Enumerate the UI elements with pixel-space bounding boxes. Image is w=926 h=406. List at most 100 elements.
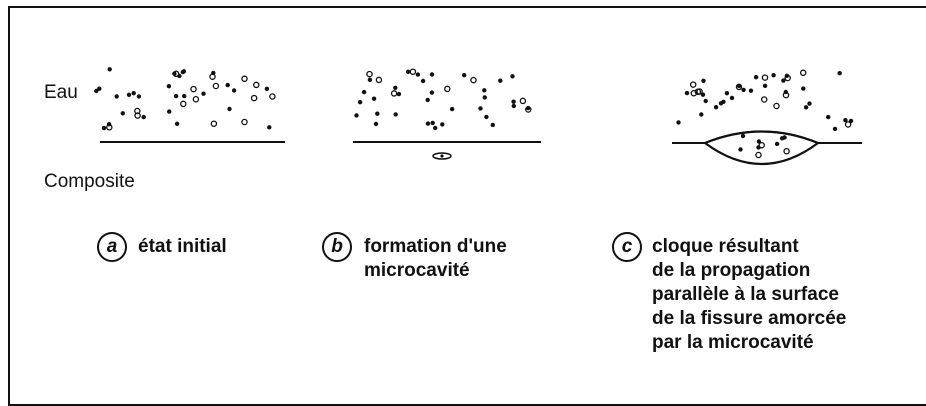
water-molecule-dot xyxy=(755,151,762,159)
composite-label: Composite xyxy=(44,171,135,192)
water-molecule-dot xyxy=(701,78,706,84)
water-molecule-dot xyxy=(375,76,383,84)
panel-c-surface-line xyxy=(672,130,862,144)
water-molecule-dot xyxy=(131,91,136,96)
water-molecule-dot xyxy=(107,67,112,72)
water-molecule-dot xyxy=(444,85,451,93)
water-molecule-dot xyxy=(729,95,735,101)
water-molecule-dot xyxy=(180,100,187,108)
water-molecule-dot xyxy=(141,114,146,120)
water-molecule-dot xyxy=(430,120,435,126)
water-molecule-dot xyxy=(94,88,99,94)
water-molecule-dot xyxy=(721,99,726,105)
water-molecule-dot xyxy=(366,70,373,78)
water-molecule-dot xyxy=(166,84,172,89)
water-molecule-dot xyxy=(180,69,186,75)
water-molecule-dot xyxy=(393,112,398,117)
water-molecule-dot xyxy=(699,112,704,117)
water-label: Eau xyxy=(44,82,78,103)
water-molecule-dot xyxy=(126,92,132,98)
water-molecule-dot xyxy=(250,94,258,102)
water-molecule-dot xyxy=(114,94,119,99)
water-molecule-dot xyxy=(167,109,172,114)
water-molecule-dot xyxy=(832,126,838,132)
water-molecule-dot xyxy=(134,112,141,119)
water-molecule-dot xyxy=(425,97,430,103)
water-molecule-dot xyxy=(510,74,515,79)
water-molecule-dot xyxy=(783,147,790,155)
water-molecule-dot xyxy=(837,71,842,76)
water-molecule-dot xyxy=(782,91,790,99)
water-molecule-dot xyxy=(212,82,220,90)
water-molecule-dot xyxy=(498,78,503,83)
water-molecule-dot xyxy=(429,90,435,95)
water-molecule-dot xyxy=(758,141,765,149)
water-molecule-dot xyxy=(231,88,237,93)
water-molecule-dot xyxy=(713,105,719,110)
water-molecule-dot xyxy=(373,121,379,127)
water-molecule-dot xyxy=(462,73,467,78)
stage-b-badge: b xyxy=(322,232,352,262)
water-molecule-dot xyxy=(182,93,187,99)
water-molecule-dot xyxy=(396,91,402,97)
water-molecule-dot xyxy=(511,99,516,104)
water-molecule-dot xyxy=(101,125,107,131)
water-molecule-dot xyxy=(264,86,270,92)
water-molecule-dot xyxy=(415,72,421,77)
water-molecule-dot xyxy=(762,83,768,89)
water-molecule-dot xyxy=(120,111,126,116)
figure-frame xyxy=(8,6,926,406)
water-molecule-dot xyxy=(774,141,780,147)
water-molecule-dot xyxy=(267,125,272,130)
panel-b-microcavity xyxy=(432,152,452,160)
panel-c-water-dots xyxy=(676,69,854,132)
water-molecule-dot xyxy=(741,87,746,93)
water-molecule-dot xyxy=(354,113,359,118)
panel-a-water-dots xyxy=(94,67,276,131)
water-molecule-dot xyxy=(241,75,248,83)
water-molecule-dot xyxy=(177,73,182,79)
water-molecule-dot xyxy=(227,106,232,112)
water-molecule-dot xyxy=(192,95,200,103)
water-molecule-dot xyxy=(210,120,218,127)
water-molecule-dot xyxy=(449,106,455,112)
water-molecule-dot xyxy=(357,100,363,105)
water-molecule-dot xyxy=(390,90,398,97)
panel-c-blister xyxy=(702,130,821,166)
water-molecule-dot xyxy=(781,78,786,83)
stage-c-caption: cloque résultant de la propagation paral… xyxy=(652,236,847,353)
water-molecule-dot xyxy=(826,114,831,120)
water-molecule-dot xyxy=(482,88,487,93)
stage-a-caption: état initial xyxy=(138,236,227,257)
stage-c-badge: c xyxy=(612,232,642,262)
water-molecule-dot xyxy=(843,118,848,123)
water-molecule-dot xyxy=(173,93,179,99)
water-molecule-dot xyxy=(420,78,426,84)
water-molecule-dot xyxy=(174,121,180,127)
water-molecule-dot xyxy=(684,90,690,96)
water-molecule-dot xyxy=(738,147,743,152)
water-molecule-dot xyxy=(190,85,197,93)
water-molecule-dot xyxy=(761,74,769,81)
diagram-canvas xyxy=(94,67,862,166)
water-molecule-dot xyxy=(409,68,417,75)
water-molecule-dot xyxy=(748,88,754,93)
water-molecule-dot xyxy=(406,69,411,75)
water-molecule-dot xyxy=(511,103,516,109)
water-molecule-dot xyxy=(429,72,435,77)
water-molecule-dot xyxy=(136,94,142,99)
water-molecule-dot xyxy=(740,133,746,139)
water-molecule-dot xyxy=(375,111,380,116)
water-molecule-dot xyxy=(703,98,708,104)
stage-b-caption: formation d'une microcavité xyxy=(364,236,507,281)
panel-b-water-dots xyxy=(354,68,532,131)
water-molecule-dot xyxy=(760,96,768,103)
water-molecule-dot xyxy=(241,118,248,126)
water-molecule-dot xyxy=(784,73,790,79)
water-molecule-dot xyxy=(771,73,776,78)
water-molecule-dot xyxy=(478,106,483,111)
stage-a-badge: a xyxy=(97,232,127,262)
water-molecule-dot xyxy=(525,106,532,113)
water-molecule-dot xyxy=(172,71,177,76)
water-molecule-dot xyxy=(106,124,113,131)
